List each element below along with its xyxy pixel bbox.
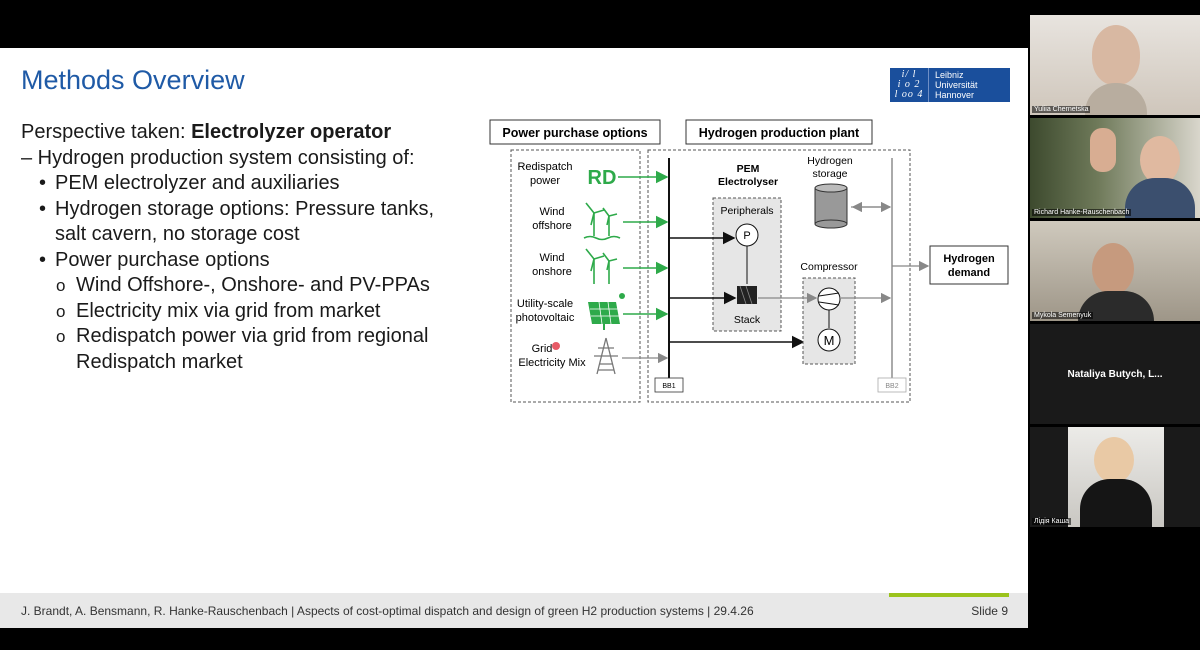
bullet-line-continued: salt cavern, no storage cost [55, 223, 300, 245]
logo-line-2: Universität [935, 80, 978, 90]
footer-accent-bar [889, 593, 1009, 597]
redispatch-label-2: power [530, 175, 560, 187]
wind-turbine-onshore-icon [585, 248, 618, 284]
perspective-bold: Electrolyzer operator [191, 121, 392, 143]
ppo-title: Power purchase options [502, 126, 647, 140]
text-line: – Hydrogen production system consisting … [21, 146, 415, 169]
motor-icon [817, 328, 841, 352]
participant-gallery: Yuliia Chernetska Richard Hanke-Rauschen… [1028, 0, 1200, 650]
demand-label-2: demand [948, 267, 990, 279]
participant-name: Mykola Semenyuk [1032, 312, 1094, 319]
slide-number: Slide 9 [971, 604, 1008, 618]
power-pylon-icon [594, 337, 618, 375]
bb1-box [654, 377, 684, 393]
hpp-frame [647, 149, 911, 403]
bb1-label: BB1 [662, 383, 675, 390]
participant-video [1140, 136, 1180, 184]
storage-tank-icon [814, 183, 848, 229]
pv-label: Utility-scale [517, 298, 573, 310]
slide-footer: J. Brandt, A. Bensmann, R. Hanke-Rausche… [0, 593, 1028, 628]
motor-symbol: M [824, 333, 835, 348]
wind-onshore-label-2: onshore [532, 266, 572, 278]
slide-title: Methods Overview [21, 65, 245, 95]
participant-name: Лідія Каша [1032, 518, 1072, 525]
system-diagram: Power purchase options Hydrogen producti… [489, 119, 911, 403]
sub-bullet-line-continued: Redispatch market [76, 350, 243, 373]
compressor-icon [817, 287, 841, 311]
hpp-title: Hydrogen production plant [699, 126, 860, 140]
pem-label: PEM [737, 163, 760, 175]
pv-label-2: photovoltaic [516, 312, 575, 324]
wind-onshore-label: Wind [539, 252, 564, 264]
participant-tile[interactable]: Mykola Semenyuk [1030, 221, 1200, 321]
participant-name: Richard Hanke-Rauschenbach [1032, 209, 1132, 216]
peripherals-label: Peripherals [720, 205, 773, 217]
logo-line-1: Leibniz [935, 70, 964, 80]
rd-icon: RD [588, 167, 617, 189]
participant-tile[interactable]: Yuliia Chernetska [1030, 15, 1200, 115]
redispatch-label: Redispatch [517, 161, 572, 173]
demand-label: Hydrogen [943, 253, 995, 265]
hpp-title-box [685, 119, 873, 145]
hydrogen-demand-node: Hydrogen demand [892, 245, 1009, 285]
peripherals-symbol: P [743, 230, 750, 242]
h2-storage-label-2: storage [812, 168, 847, 180]
bb2-label: BB2 [885, 383, 898, 390]
grid-label-2: Electricity Mix [518, 357, 586, 369]
participant-video [1092, 243, 1134, 295]
solar-panel-icon [588, 293, 625, 330]
logo-line-3: Hannover [935, 90, 975, 100]
bullet-line: •Power purchase options [39, 248, 270, 271]
perspective-line: Perspective taken: Electrolyzer operator [21, 121, 392, 143]
participant-name: Yuliia Chernetska [1032, 106, 1091, 113]
compressor-label: Compressor [800, 261, 858, 273]
wind-offshore-label: Wind [539, 206, 564, 218]
pem-label-2: Electrolyser [718, 176, 778, 188]
bullet-line: •Hydrogen storage options: Pressure tank… [39, 197, 435, 220]
bb2-box [877, 377, 907, 393]
stack-icon [737, 285, 757, 305]
ppo-frame [510, 149, 641, 403]
grid-label: Grid [532, 343, 553, 355]
wind-offshore-label-2: offshore [532, 220, 572, 232]
bullet-line: •PEM electrolyzer and auxiliaries [39, 172, 340, 194]
slide-body-text: Perspective taken: Electrolyzer operator… [21, 120, 471, 375]
participant-video [1068, 427, 1164, 527]
participant-tile[interactable]: Nataliya Butych, L... [1030, 324, 1200, 424]
pointer-dot [552, 342, 560, 350]
hydrogen-demand-box [929, 245, 1009, 285]
h2-storage-label: Hydrogen [807, 155, 853, 167]
footer-text: J. Brandt, A. Bensmann, R. Hanke-Rausche… [21, 604, 754, 618]
participant-tile[interactable]: Лідія Каша [1030, 427, 1200, 527]
participant-video [1092, 25, 1140, 85]
ppo-title-box [489, 119, 661, 145]
participant-name: Nataliya Butych, L... [1067, 368, 1163, 380]
wind-turbine-icon [583, 202, 621, 241]
participant-tile[interactable]: Richard Hanke-Rauschenbach [1030, 118, 1200, 218]
stack-label: Stack [734, 314, 761, 326]
